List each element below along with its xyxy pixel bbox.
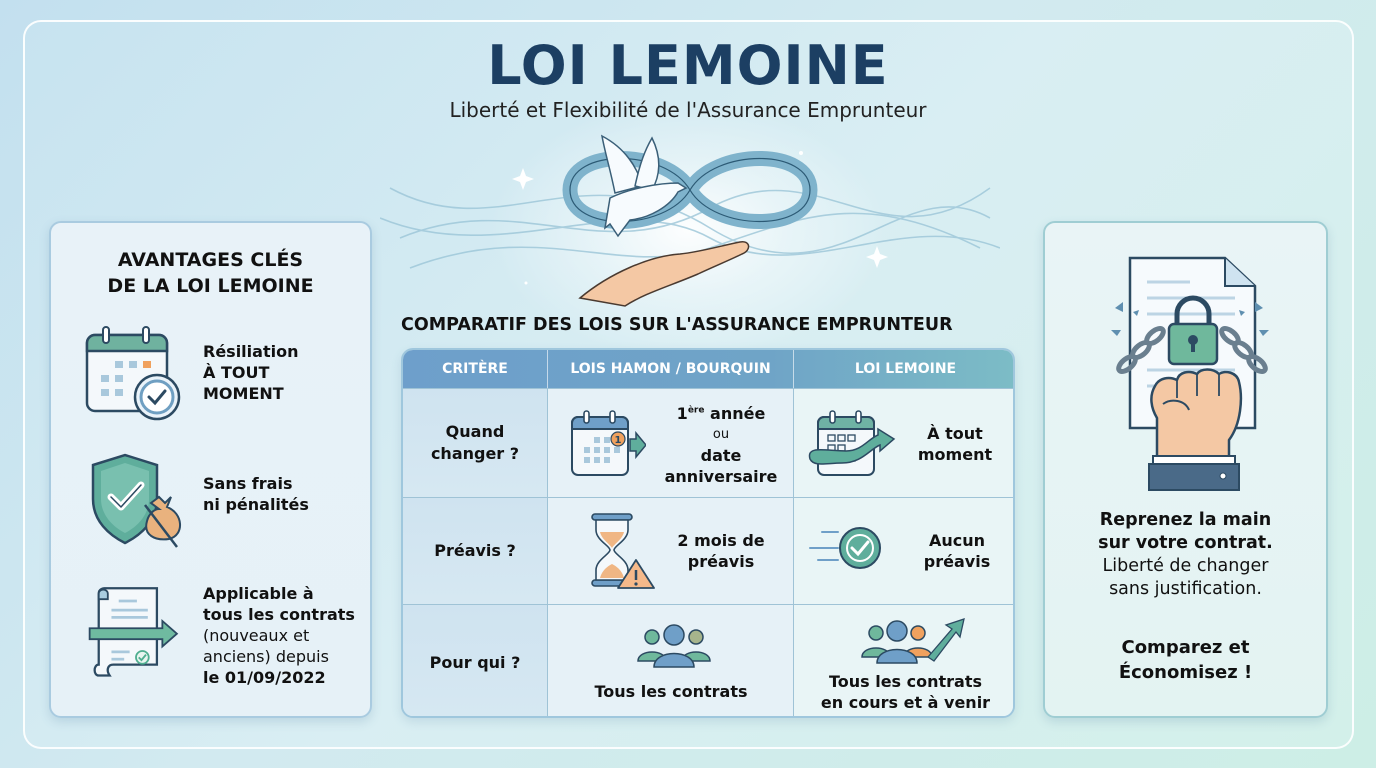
table-row-who: Pour qui ? Tous les contrats [403, 604, 1013, 716]
criterion-cell: Préavis ? [403, 498, 548, 604]
hamon-cell: 1 1ère année ou date anniversaire [548, 389, 794, 497]
calendar-clock-icon [85, 326, 181, 421]
group-icon [637, 624, 711, 668]
comparison-table: CRITÈRE LOIS HAMON / BOURQUIN LOI LEMOIN… [401, 348, 1015, 718]
hourglass-warning-icon [591, 513, 655, 589]
fist-breaking-chains-contract-icon [1111, 256, 1269, 491]
page-title: LOI LEMOINE [487, 34, 889, 97]
table-row-notice: Préavis ? 2 mois de préavis [403, 497, 1013, 604]
cta-compare-save: Comparez et Économisez ! [1118, 637, 1253, 683]
svg-text:1: 1 [615, 435, 622, 446]
page-subtitle: Liberté et Flexibilité de l'Assurance Em… [449, 98, 927, 122]
infinity-icon [562, 151, 818, 229]
lemoine-cell: Aucun préavis [794, 498, 1013, 604]
dove-icon [600, 134, 688, 238]
comparison-title: COMPARATIF DES LOIS SUR L'ASSURANCE EMPR… [401, 315, 953, 335]
table-header: CRITÈRE LOIS HAMON / BOURQUIN LOI LEMOIN… [403, 350, 1013, 388]
advantages-panel: AVANTAGES CLÉS DE LA LOI LEMOINE Résilia… [49, 221, 372, 718]
lemoine-cell: À tout moment [794, 389, 1013, 497]
column-header-lemoine: LOI LEMOINE [854, 361, 957, 377]
advantage-item-no-fees: Sans frais ni pénalités [81, 451, 361, 551]
calendar-anytime-arrow-icon [808, 410, 896, 476]
advantages-title: AVANTAGES CLÉS DE LA LOI LEMOINE [107, 249, 314, 297]
sparkle-icon [512, 151, 888, 285]
shield-check-money-icon [91, 453, 181, 548]
calendar-first-year-icon: 1 [571, 410, 646, 476]
cta-panel: Reprenez la main sur votre contrat. Libe… [1043, 221, 1328, 718]
group-growth-icon [861, 618, 965, 664]
lemoine-cell: Tous les contrats en cours et à venir [794, 605, 1013, 716]
table-row-when: Quand changer ? 1 1ère année ou date [403, 388, 1013, 497]
hero-glow [488, 100, 888, 360]
column-header-hamon-bourquin: LOIS HAMON / BOURQUIN [548, 350, 794, 388]
contract-arrow-icon [88, 587, 179, 677]
hero-illustration [380, 134, 1000, 307]
criterion-cell: Quand changer ? [403, 389, 548, 497]
advantage-item-anytime: Résiliation À TOUT MOMENT [81, 323, 361, 423]
fast-check-icon [809, 527, 881, 569]
open-hand-icon [578, 241, 750, 307]
hamon-cell: 2 mois de préavis [548, 498, 794, 604]
advantage-item-all-contracts: Applicable à tous les contrats (nouveaux… [81, 581, 361, 688]
column-header-criterion: CRITÈRE [403, 350, 548, 388]
criterion-cell: Pour qui ? [403, 605, 548, 716]
hamon-cell: Tous les contrats [548, 605, 794, 716]
cta-message: Reprenez la main sur votre contrat. Libe… [1098, 510, 1273, 599]
